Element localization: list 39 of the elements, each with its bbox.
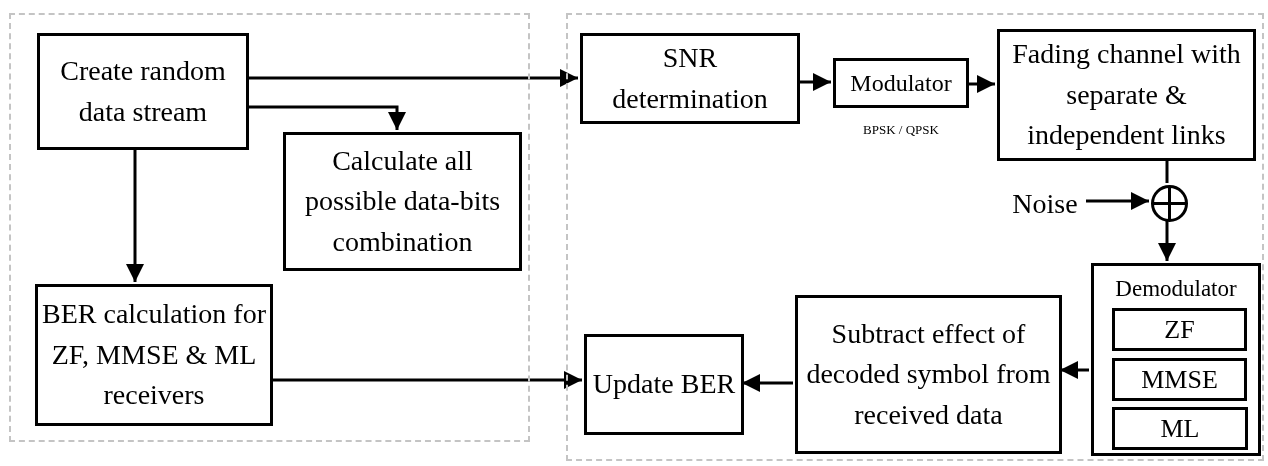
- input-label: Noise: [1012, 186, 1078, 221]
- process-box: [1112, 407, 1248, 450]
- process-box: [795, 295, 1062, 454]
- process-box: [1091, 263, 1261, 456]
- block-label: BER calculation for ZF, MMSE & ML receivers: [42, 297, 266, 413]
- block-label: Subtract effect of decoded symbol from received data: [805, 316, 1052, 432]
- arrow: [247, 105, 406, 130]
- arrow: [271, 371, 582, 389]
- block-label: Calculate all possible data-bits combination: [303, 143, 502, 259]
- arrow: [1060, 361, 1089, 379]
- process-box: [580, 33, 800, 124]
- arrow: [1158, 220, 1176, 261]
- process-box: [283, 132, 522, 271]
- block-label: Fading channel with separate & independent links: [1011, 37, 1242, 153]
- summing-junction: [1151, 185, 1188, 222]
- block-label: SNR determination: [611, 40, 769, 116]
- block-label: MMSE: [1141, 363, 1218, 396]
- arrow: [742, 374, 793, 392]
- arrow: [1086, 192, 1149, 210]
- arrow: [798, 73, 831, 91]
- process-box: [35, 284, 273, 426]
- block-label: ZF: [1164, 313, 1195, 346]
- process-box: [1112, 308, 1247, 351]
- block-label: ML: [1160, 412, 1200, 445]
- process-box: [37, 33, 249, 150]
- arrow: [126, 148, 144, 282]
- process-box: [1112, 358, 1247, 401]
- modulation-note: BPSK / QPSK: [862, 121, 940, 139]
- block-label: Demodulator: [1115, 275, 1237, 303]
- dashed-group-frame: [9, 13, 530, 442]
- block-label: Update BER: [592, 367, 736, 402]
- process-box: [997, 29, 1256, 161]
- dashed-group-frame: [566, 13, 1264, 461]
- arrow: [247, 69, 578, 87]
- process-box: [584, 334, 744, 435]
- block-label: Create random data stream: [59, 53, 227, 129]
- arrow: [967, 75, 995, 93]
- block-label: Modulator: [850, 68, 952, 98]
- process-box: [833, 58, 969, 108]
